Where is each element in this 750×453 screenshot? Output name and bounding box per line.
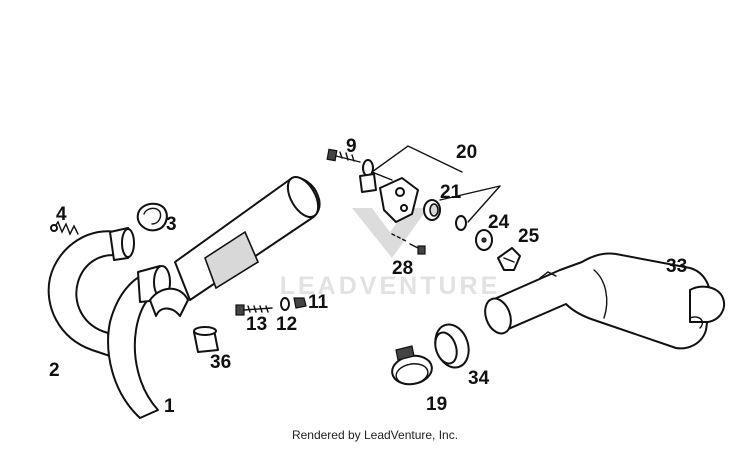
callout-24[interactable]: 24 xyxy=(488,212,510,233)
part-20-bracket[interactable] xyxy=(371,145,463,223)
part-28-screw[interactable] xyxy=(391,233,426,255)
callout-11[interactable]: 11 xyxy=(308,292,329,313)
part-4-spring[interactable] xyxy=(50,220,79,236)
callout-3[interactable]: 3 xyxy=(166,214,177,235)
part-1-header-pipe[interactable] xyxy=(107,265,171,419)
part-24-washer[interactable] xyxy=(475,229,493,251)
part-13-bolt[interactable] xyxy=(235,304,273,316)
part-34-sleeve-ring[interactable] xyxy=(430,320,474,372)
callout-19[interactable]: 19 xyxy=(426,394,447,415)
callout-1[interactable]: 1 xyxy=(164,396,175,417)
callout-21[interactable]: 21 xyxy=(440,182,462,203)
part-19-clamp[interactable] xyxy=(390,345,434,387)
watermark-logo-icon xyxy=(352,208,428,258)
callout-13[interactable]: 13 xyxy=(246,314,267,335)
mid-pipe-assembly[interactable] xyxy=(149,172,324,317)
part-36-sleeve[interactable] xyxy=(193,326,219,353)
part-21-grommet[interactable] xyxy=(423,185,501,231)
part-12-washer[interactable] xyxy=(280,297,290,311)
leadventure-watermark: LEADVENTURE xyxy=(280,208,501,300)
watermark-text: LEADVENTURE xyxy=(280,272,501,300)
part-3-gasket[interactable] xyxy=(136,202,168,232)
callout-33[interactable]: 33 xyxy=(666,256,687,277)
callout-20[interactable]: 20 xyxy=(456,142,477,163)
callout-36[interactable]: 36 xyxy=(210,352,231,373)
part-25-clip[interactable] xyxy=(497,247,521,271)
callout-labels: 1 2 3 4 9 11 12 13 19 20 21 24 25 28 33 … xyxy=(49,136,687,417)
callout-34[interactable]: 34 xyxy=(468,368,490,389)
callout-12[interactable]: 12 xyxy=(276,314,297,335)
part-2-header-pipe[interactable] xyxy=(47,227,135,357)
callout-25[interactable]: 25 xyxy=(518,226,540,247)
callout-9[interactable]: 9 xyxy=(346,136,357,157)
part-11-nut[interactable] xyxy=(293,297,307,309)
part-33-silencer[interactable] xyxy=(481,252,726,350)
callout-2[interactable]: 2 xyxy=(49,360,60,381)
part-9-bolt[interactable] xyxy=(326,148,377,193)
callout-28[interactable]: 28 xyxy=(392,258,413,279)
callout-4[interactable]: 4 xyxy=(56,204,67,225)
footer-credit: Rendered by LeadVenture, Inc. xyxy=(291,428,459,442)
